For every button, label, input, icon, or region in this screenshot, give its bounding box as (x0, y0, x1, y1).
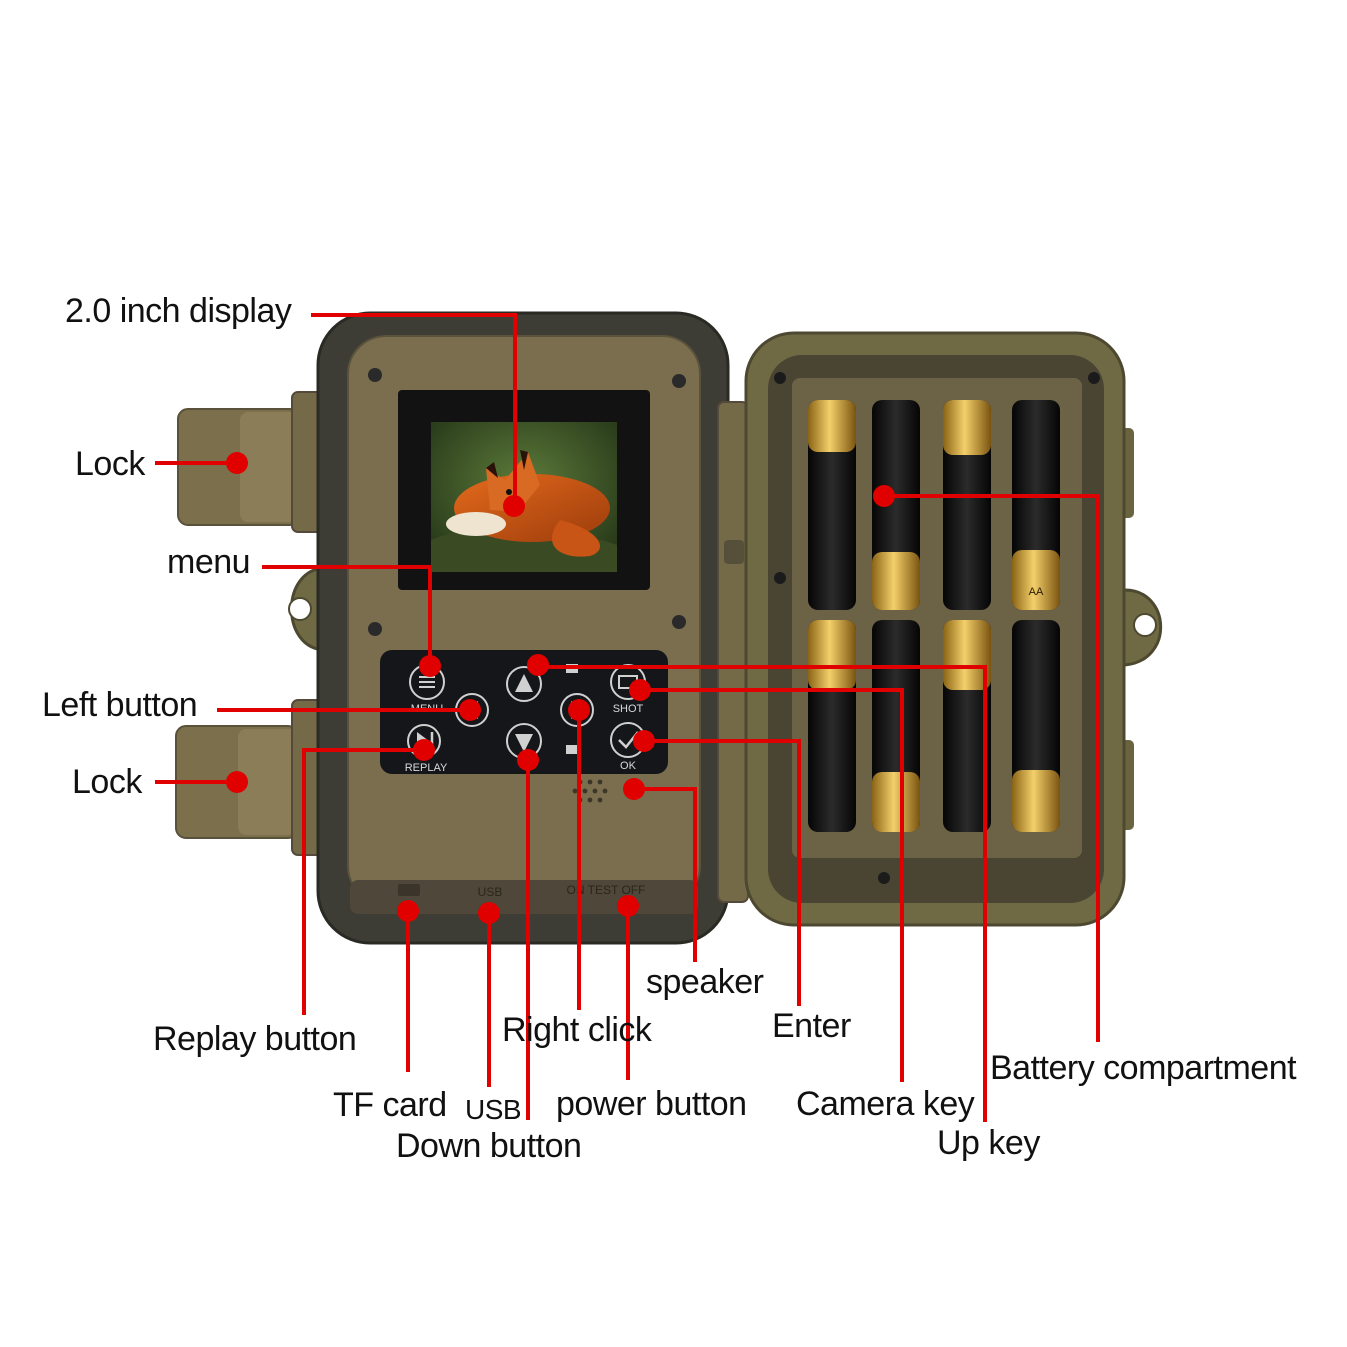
switch-label: ON TEST OFF (567, 883, 646, 897)
callout-labels: 2.0 inch display Lock menu Left button L… (42, 292, 1298, 1165)
camera-body: MENU REPLAY (175, 311, 749, 945)
hinge-center (717, 401, 749, 903)
label-menu: menu (167, 543, 250, 581)
leader-speaker (634, 787, 697, 962)
label-down-button: Down button (396, 1127, 581, 1165)
battery-cell-3 (943, 400, 991, 832)
leader-menu (262, 565, 432, 666)
bottom-edge (350, 880, 698, 914)
leader-up-key (538, 665, 987, 1122)
label-camera-key: Camera key (796, 1085, 975, 1123)
shot-key-label: SHOT (613, 703, 644, 715)
leader-battery (884, 494, 1100, 1042)
battery-door: AA (744, 331, 1163, 927)
display-screen (398, 390, 650, 590)
label-left-button: Left button (42, 686, 197, 724)
label-up-key: Up key (937, 1124, 1040, 1162)
battery-cell-2 (872, 400, 920, 832)
leader-enter (644, 739, 801, 1006)
label-battery-compartment: Battery compartment (990, 1049, 1297, 1087)
fox-image (446, 450, 610, 557)
leader-replay (302, 748, 424, 1015)
battery-aa-marking: AA (1029, 586, 1044, 598)
keypad: MENU REPLAY (380, 650, 668, 774)
label-enter: Enter (772, 1007, 851, 1045)
speaker-grille (572, 779, 608, 803)
label-right-click: Right click (502, 1011, 653, 1049)
leader-camera-key (640, 688, 904, 1082)
label-lock-top: Lock (75, 445, 146, 483)
label-speaker: speaker (646, 963, 764, 1001)
label-usb: USB (465, 1094, 521, 1125)
label-replay-button: Replay button (153, 1020, 356, 1058)
tf-card-slot[interactable] (398, 884, 420, 896)
label-display: 2.0 inch display (65, 292, 292, 330)
leader-display (311, 313, 517, 506)
battery-cell-4: AA (1012, 400, 1060, 832)
label-lock-bottom: Lock (72, 763, 143, 801)
camera-icon (566, 745, 578, 754)
label-power-button: power button (556, 1085, 747, 1123)
callout-leaders (155, 313, 1100, 1122)
ok-key-label: OK (620, 760, 637, 772)
replay-key-label: REPLAY (405, 762, 448, 774)
usb-port-label: USB (478, 885, 503, 899)
battery-cell-1 (808, 400, 856, 832)
label-tf-card: TF card (333, 1086, 447, 1124)
